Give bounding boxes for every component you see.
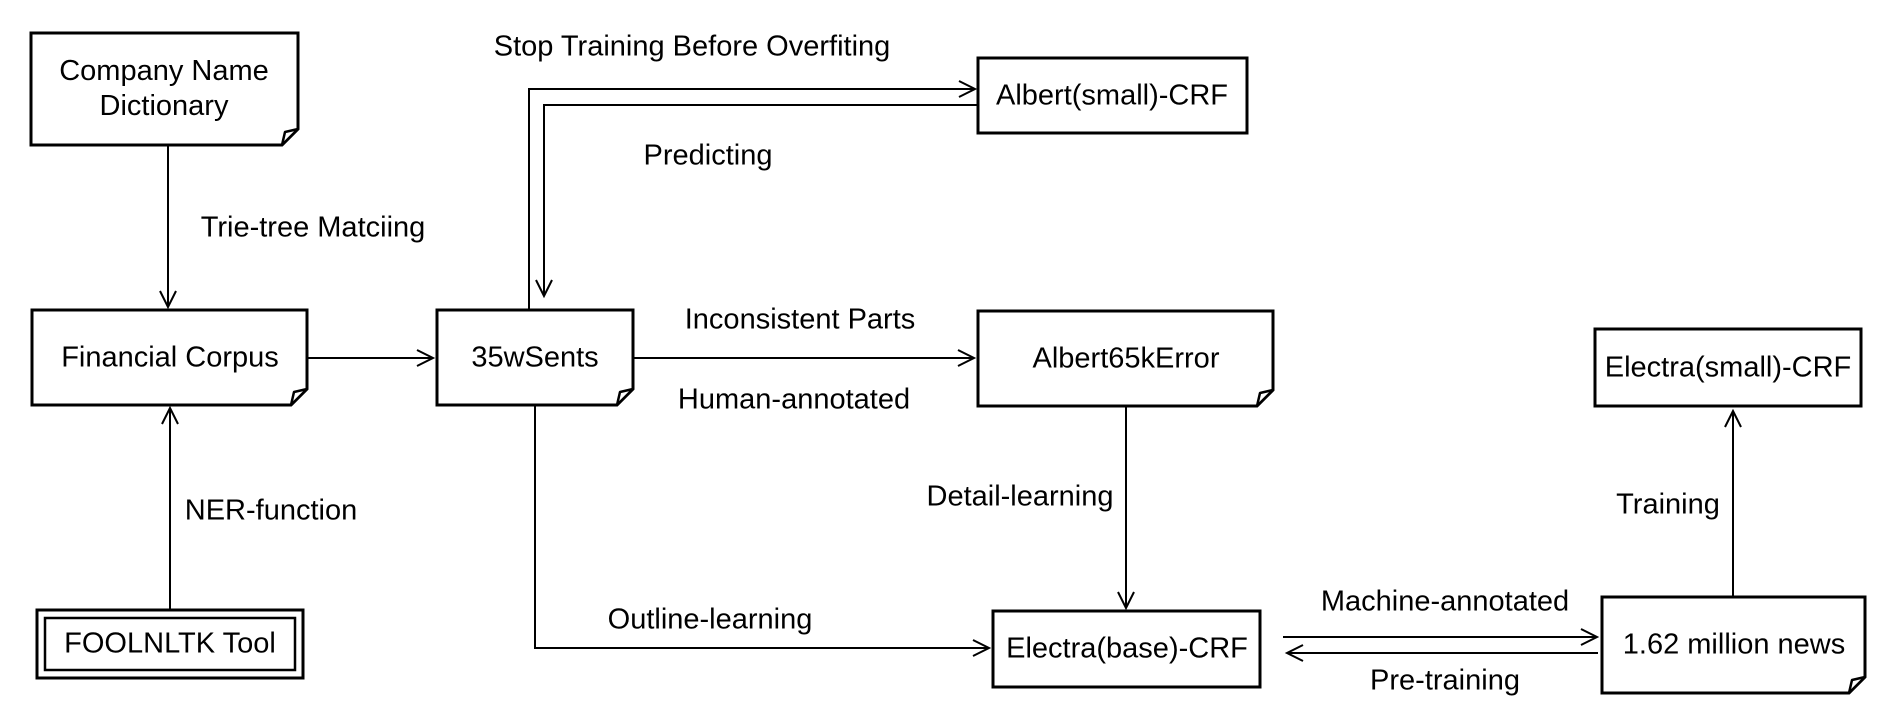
arrowhead-right-machine [1580, 628, 1600, 646]
node-electra-small-crf-label: Electra(small)-CRF [1604, 351, 1852, 384]
arrowhead-up-training [1724, 408, 1742, 428]
note-fold-albert65kerror [1255, 388, 1275, 408]
node-35wsents-label: 35wSents [471, 341, 599, 374]
edge-label-training: Training [1616, 488, 1720, 521]
arrowhead-right-inconsistent [957, 349, 977, 367]
node-company-dictionary-label: Company Name Dictionary [59, 55, 269, 122]
edge-label-stop-training: Stop Training Before Overfiting [493, 30, 891, 63]
edge-label-trie-tree: Trie-tree Matciing [200, 211, 426, 244]
edge-outline-learning [534, 405, 989, 649]
node-albert-small-crf-label: Albert(small)-CRF [996, 79, 1228, 112]
node-foolnltk-inner-border [43, 616, 297, 672]
arrowhead-right-stop-training [958, 80, 978, 98]
nodes [29, 31, 1867, 695]
arrowhead-left-pretraining [1284, 644, 1304, 662]
edges [159, 80, 1742, 662]
node-electra-small-crf-shape [1593, 327, 1863, 408]
arrowhead-down-detail [1117, 591, 1135, 611]
note-fold-35wsents [615, 387, 635, 407]
edge-label-machine-annotated: Machine-annotated [1320, 585, 1570, 618]
edge-label-human-annotated: Human-annotated [677, 383, 911, 416]
edge-predicting [543, 104, 978, 296]
edge-label-pre-training: Pre-training [1370, 664, 1520, 697]
note-fold-financial [289, 387, 309, 407]
node-financial-corpus-label: Financial Corpus [61, 341, 279, 374]
edge-label-outline-learning: Outline-learning [607, 603, 813, 636]
arrowhead-down-predicting [535, 279, 553, 299]
note-fold-news [1847, 675, 1867, 695]
edge-stop-training [528, 88, 975, 310]
node-electra-base-crf-label: Electra(base)-CRF [1006, 632, 1248, 665]
edge-label-ner-function: NER-function [184, 494, 358, 527]
node-albert65kerror-label: Albert65kError [1032, 342, 1220, 375]
edge-label-predicting: Predicting [643, 139, 773, 172]
node-albert-small-crf-shape [976, 56, 1249, 135]
node-electra-base-crf-shape [991, 609, 1262, 689]
node-foolnltk-label: FOOLNLTK Tool [64, 627, 276, 660]
arrowhead-right-corpus [416, 349, 436, 367]
arrowhead-down-trie [159, 290, 177, 310]
node-news-label: 1.62 million news [1622, 628, 1846, 661]
node-foolnltk-shape [35, 608, 305, 680]
arrowhead-right-outline [972, 639, 992, 657]
note-fold-company [280, 127, 300, 147]
edge-label-inconsistent-parts: Inconsistent Parts [684, 303, 916, 336]
edge-label-detail-learning: Detail-learning [926, 480, 1114, 513]
arrowhead-up-ner [161, 405, 179, 425]
